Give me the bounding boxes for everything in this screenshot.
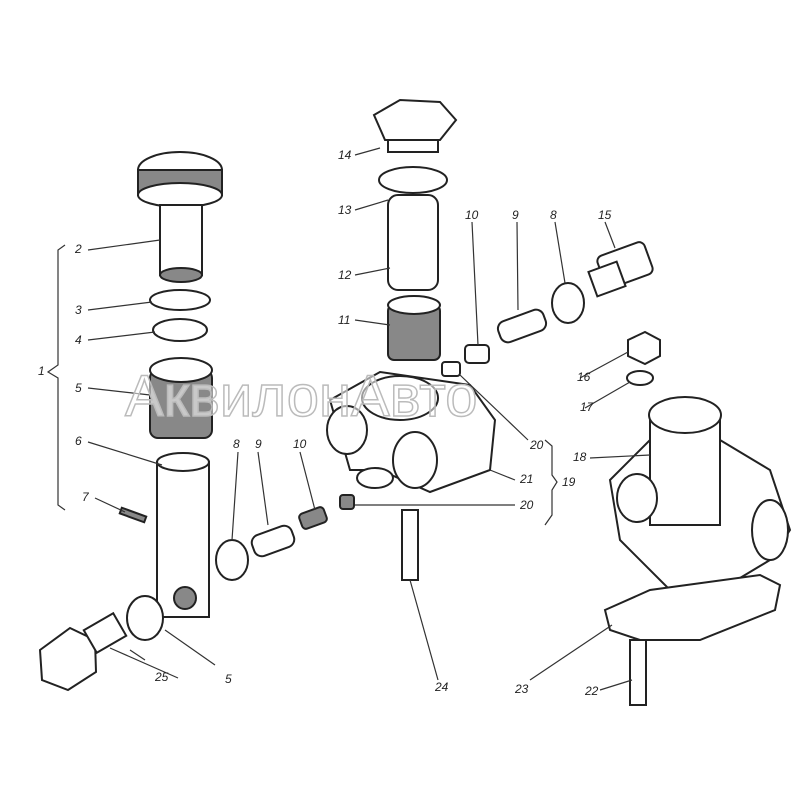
label-15: 15 xyxy=(598,208,612,222)
label-12: 12 xyxy=(338,268,352,282)
label-11: 11 xyxy=(338,313,351,327)
assembled-pump-18 xyxy=(608,396,792,591)
label-20: 20 xyxy=(530,438,544,452)
label-9: 9 xyxy=(255,437,262,451)
spring-9b xyxy=(496,308,548,344)
label-21: 21 xyxy=(520,472,534,486)
label-13: 13 xyxy=(338,203,352,217)
gasket-23 xyxy=(603,573,782,641)
o-ring-3 xyxy=(149,289,211,311)
label-23: 23 xyxy=(515,682,529,696)
label-8: 8 xyxy=(233,437,240,451)
spring-12 xyxy=(387,194,439,291)
label-10: 10 xyxy=(293,437,307,451)
label-5: 5 xyxy=(75,381,82,395)
fitting-20 xyxy=(441,361,461,377)
label-4: 4 xyxy=(75,333,82,347)
washer-8b xyxy=(551,282,585,324)
label-14: 14 xyxy=(338,148,352,162)
label-8b: 8 xyxy=(550,208,557,222)
spring-9 xyxy=(250,524,296,558)
label-3: 3 xyxy=(75,303,82,317)
nut-16 xyxy=(627,330,661,366)
washer-13 xyxy=(378,166,448,194)
valve-10 xyxy=(298,506,328,530)
sleeve-5 xyxy=(149,357,213,439)
label-25: 25 xyxy=(155,670,169,684)
label-20b: 20 xyxy=(520,498,534,512)
valve-10b xyxy=(464,344,490,364)
label-19: 19 xyxy=(562,475,576,489)
label-22: 22 xyxy=(585,684,599,698)
label-5b: 5 xyxy=(225,672,232,686)
pump-body-21 xyxy=(326,370,497,494)
label-18: 18 xyxy=(573,450,587,464)
hand-pump-knob xyxy=(137,151,223,283)
cylinder-6 xyxy=(156,452,210,618)
washer-4 xyxy=(152,318,208,342)
label-10b: 10 xyxy=(465,208,479,222)
label-16: 16 xyxy=(577,370,591,384)
washer-5b xyxy=(126,595,164,641)
label-6: 6 xyxy=(75,434,82,448)
label-9b: 9 xyxy=(512,208,519,222)
label-2: 2 xyxy=(75,242,82,256)
label-24: 24 xyxy=(435,680,449,694)
watermark: АквилонАвто xyxy=(124,364,478,429)
washer-17 xyxy=(626,370,654,386)
label-17: 17 xyxy=(580,400,594,414)
washer-8 xyxy=(215,539,249,581)
banjo-bolt-25 xyxy=(38,611,128,692)
sleeve-11 xyxy=(387,295,441,361)
fitting-20b xyxy=(339,494,355,510)
pin-7 xyxy=(118,506,148,524)
plug-14 xyxy=(372,98,458,153)
stud-24 xyxy=(401,509,419,581)
stud-22 xyxy=(629,639,647,706)
union-15 xyxy=(587,241,654,298)
label-7: 7 xyxy=(82,490,89,504)
label-1: 1 xyxy=(38,364,45,378)
